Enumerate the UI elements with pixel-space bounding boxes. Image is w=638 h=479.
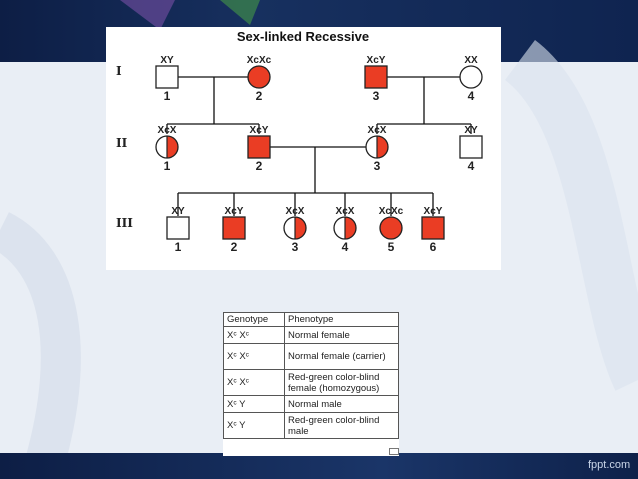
genotype-label: XcY [250,125,269,136]
generation-label-3: III [116,216,133,230]
individual-number: 2 [256,89,263,103]
individual-number: 1 [175,240,182,254]
pedigree-female-1-4: XX 4 [459,55,483,103]
pedigree-male-3-1: XY 1 [166,206,190,254]
bottom-banner [0,453,638,479]
table-header-genotype: Genotype [223,312,285,327]
individual-number: 1 [164,159,171,173]
pedigree-title: Sex-linked Recessive [237,29,369,44]
table-header-phenotype: Phenotype [284,312,399,327]
pedigree-female-2-3: XcX 3 [365,125,389,173]
pedigree-female-1-2: XcXc 2 [247,55,272,103]
table-cell-phenotype: Normal male [284,395,399,413]
table-row: Xᶜ Xᶜ Normal female (carrier) [223,343,399,370]
table-cell-phenotype: Normal female [284,326,399,344]
individual-number: 6 [430,240,437,254]
table-row: Xᶜ Xᶜ Normal female [223,326,399,344]
genotype-label: XcXc [379,206,404,217]
table-resize-handle [389,448,399,455]
individual-number: 3 [374,159,381,173]
table-cell-genotype: Xᶜ Xᶜ [223,343,285,370]
table-cell-phenotype: Red-green color-blind female (homozygous… [284,369,399,396]
pedigree-female-2-1: XcX 1 [155,125,179,173]
genotype-label: XX [464,55,478,66]
pedigree-chart: Sex-linked Recessive I II III X [106,27,501,270]
genotype-label: XcXc [247,55,272,66]
table-row: Xᶜ Y Red-green color-blind male [223,412,399,439]
genotype-label: XY [160,55,174,66]
pedigree-female-3-4: XcX 4 [333,206,357,254]
genotype-label: XcX [336,206,355,217]
individual-number: 4 [468,89,475,103]
individual-number: 3 [373,89,380,103]
pedigree-male-3-6: XcY 6 [421,206,445,254]
genotype-label: XcX [286,206,305,217]
table-cell-genotype: Xᶜ Xᶜ [223,369,285,396]
individual-number: 2 [256,159,263,173]
footer-brand: fppt.com [588,459,631,471]
table-cell-phenotype: Normal female (carrier) [284,343,399,370]
individual-number: 1 [164,89,171,103]
pedigree-male-1-1: XY 1 [155,55,179,103]
pedigree-male-3-2: XcY 2 [222,206,246,254]
genotype-label: XcY [225,206,244,217]
genotype-label: XcY [424,206,443,217]
individual-number: 2 [231,240,238,254]
genotype-label: XY [464,125,478,136]
genotype-label: XcX [158,125,177,136]
genotype-label: XcY [367,55,386,66]
table-cell-genotype: Xᶜ Y [223,412,285,439]
pedigree-lines [166,76,472,216]
table-cell-genotype: Xᶜ Xᶜ [223,326,285,344]
genotype-label: XcX [368,125,387,136]
individual-number: 5 [388,240,395,254]
genotype-table-panel: Genotype Phenotype Xᶜ Xᶜ Normal female X… [223,312,399,456]
individual-number: 3 [292,240,299,254]
pedigree-male-2-2: XcY 2 [247,125,271,173]
generation-label-2: II [116,136,128,150]
pedigree-male-2-4: XY 4 [459,125,483,173]
table-cell-genotype: Xᶜ Y [223,395,285,413]
table-row: Xᶜ Y Normal male [223,395,399,413]
genotype-label: XY [171,206,185,217]
generation-label-1: I [116,64,122,78]
genotype-phenotype-table: Genotype Phenotype Xᶜ Xᶜ Normal female X… [223,312,399,439]
pedigree-female-3-3: XcX 3 [283,206,307,254]
table-cell-phenotype: Red-green color-blind male [284,412,399,439]
individual-number: 4 [468,159,475,173]
table-row: Xᶜ Xᶜ Red-green color-blind female (homo… [223,369,399,396]
pedigree-male-1-3: XcY 3 [364,55,388,103]
pedigree-female-3-5: XcXc 5 [379,206,404,254]
individual-number: 4 [342,240,349,254]
table-header-row: Genotype Phenotype [223,312,399,327]
